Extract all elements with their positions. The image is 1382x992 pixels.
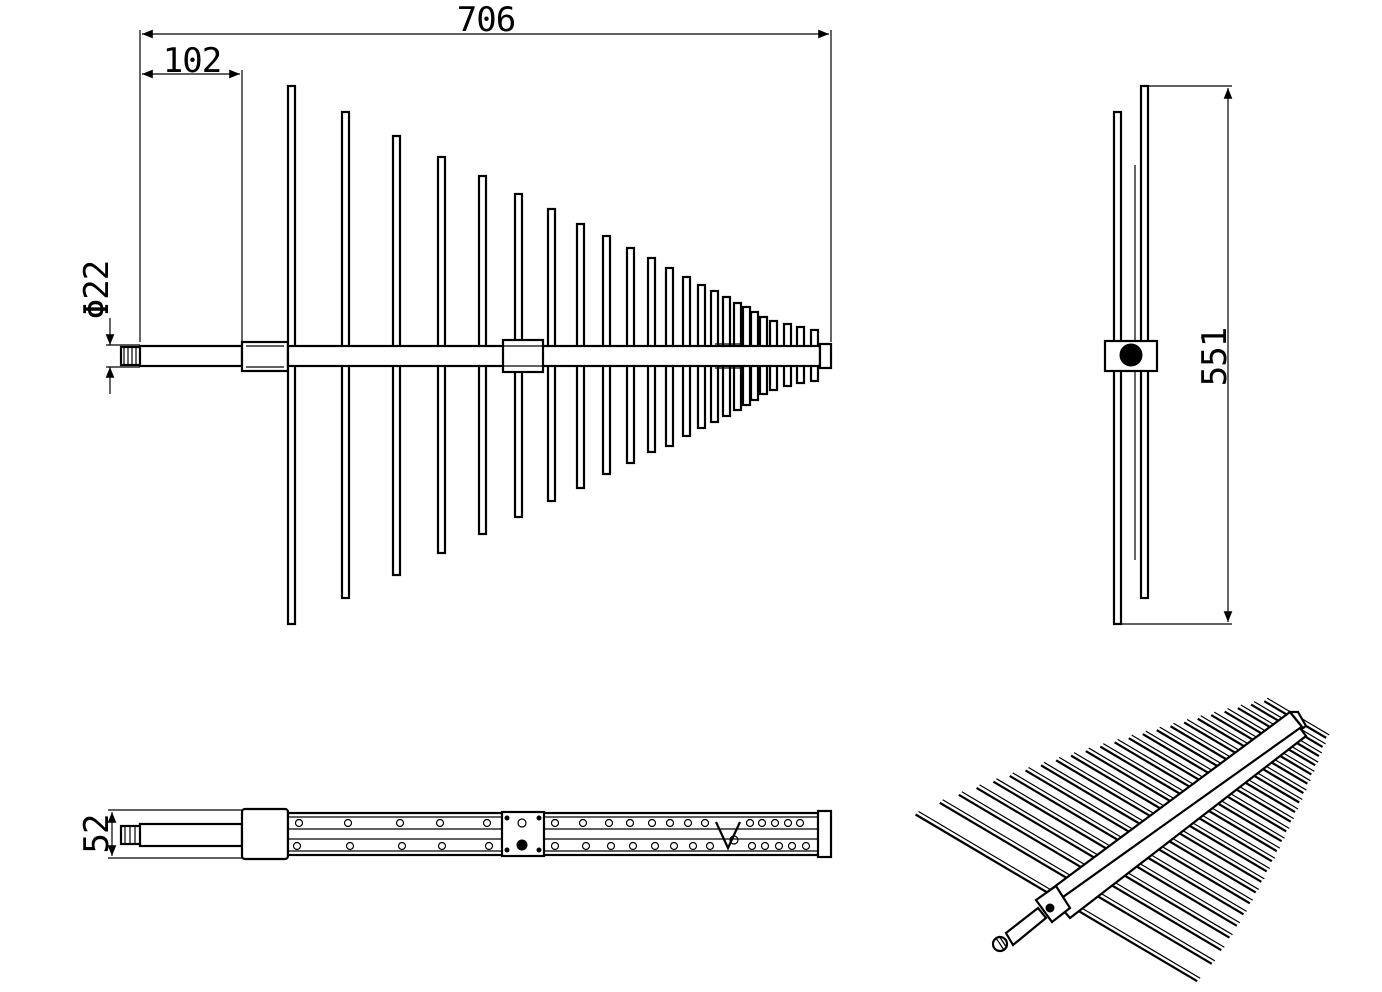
mount-hole — [292, 841, 302, 851]
mount-hole — [397, 841, 407, 851]
mount-hole — [770, 818, 780, 828]
mount-hole — [578, 818, 588, 828]
mount-hole — [345, 841, 355, 851]
mount-hole — [628, 841, 638, 851]
mount-hole — [700, 818, 710, 828]
mount-hole — [625, 818, 635, 828]
mount-hole — [395, 818, 405, 828]
mount-hole — [343, 818, 353, 828]
dimension-boom-height: 52 — [77, 809, 242, 859]
mount-hole — [774, 841, 784, 851]
connector-diameter-label: Φ22 — [77, 261, 117, 319]
connector — [119, 340, 290, 373]
mount-hole — [665, 818, 675, 828]
mount-hole — [795, 818, 805, 828]
mount-hole — [757, 818, 767, 828]
mount-hole — [650, 841, 660, 851]
mount-hole — [688, 841, 698, 851]
end-view-elements — [1103, 84, 1159, 626]
top-view: 52 — [77, 807, 833, 861]
top-view-body — [119, 807, 833, 861]
mount-hole — [783, 818, 793, 828]
overall-length-label: 706 — [457, 0, 515, 40]
mount-hole — [705, 841, 715, 851]
boom-height-label: 52 — [77, 815, 117, 854]
mount-hole — [604, 818, 614, 828]
mount-hole — [760, 841, 770, 851]
isometric-view — [915, 697, 1330, 983]
mount-hole — [647, 818, 657, 828]
boom — [286, 338, 833, 374]
dimension-overall-length: 706 — [139, 0, 832, 342]
mount-hole — [606, 841, 616, 851]
mount-hole — [581, 841, 591, 851]
mount-hole — [745, 818, 755, 828]
mount-hole — [550, 818, 560, 828]
overall-width-label: 551 — [1195, 328, 1235, 386]
mount-hole — [435, 818, 445, 828]
mount-hole — [294, 818, 304, 828]
mount-hole — [801, 841, 811, 851]
mount-hole — [550, 841, 560, 851]
end-view: 551 — [1103, 84, 1235, 626]
mount-hole — [683, 818, 693, 828]
dimension-connector-diameter: Φ22 — [77, 261, 140, 394]
dimension-overall-width: 551 — [1120, 85, 1235, 625]
dimension-connector-length: 102 — [142, 41, 243, 342]
mount-hole — [787, 841, 797, 851]
connector-length-label: 102 — [163, 41, 221, 81]
mount-hole — [747, 841, 757, 851]
isometric-boom — [991, 710, 1308, 953]
mount-hole — [484, 841, 494, 851]
mount-hole — [482, 818, 492, 828]
front-view: 706 102 Φ22 — [77, 0, 833, 626]
mount-hole — [669, 841, 679, 851]
mount-hole — [437, 841, 447, 851]
top-view-holes — [292, 818, 811, 851]
